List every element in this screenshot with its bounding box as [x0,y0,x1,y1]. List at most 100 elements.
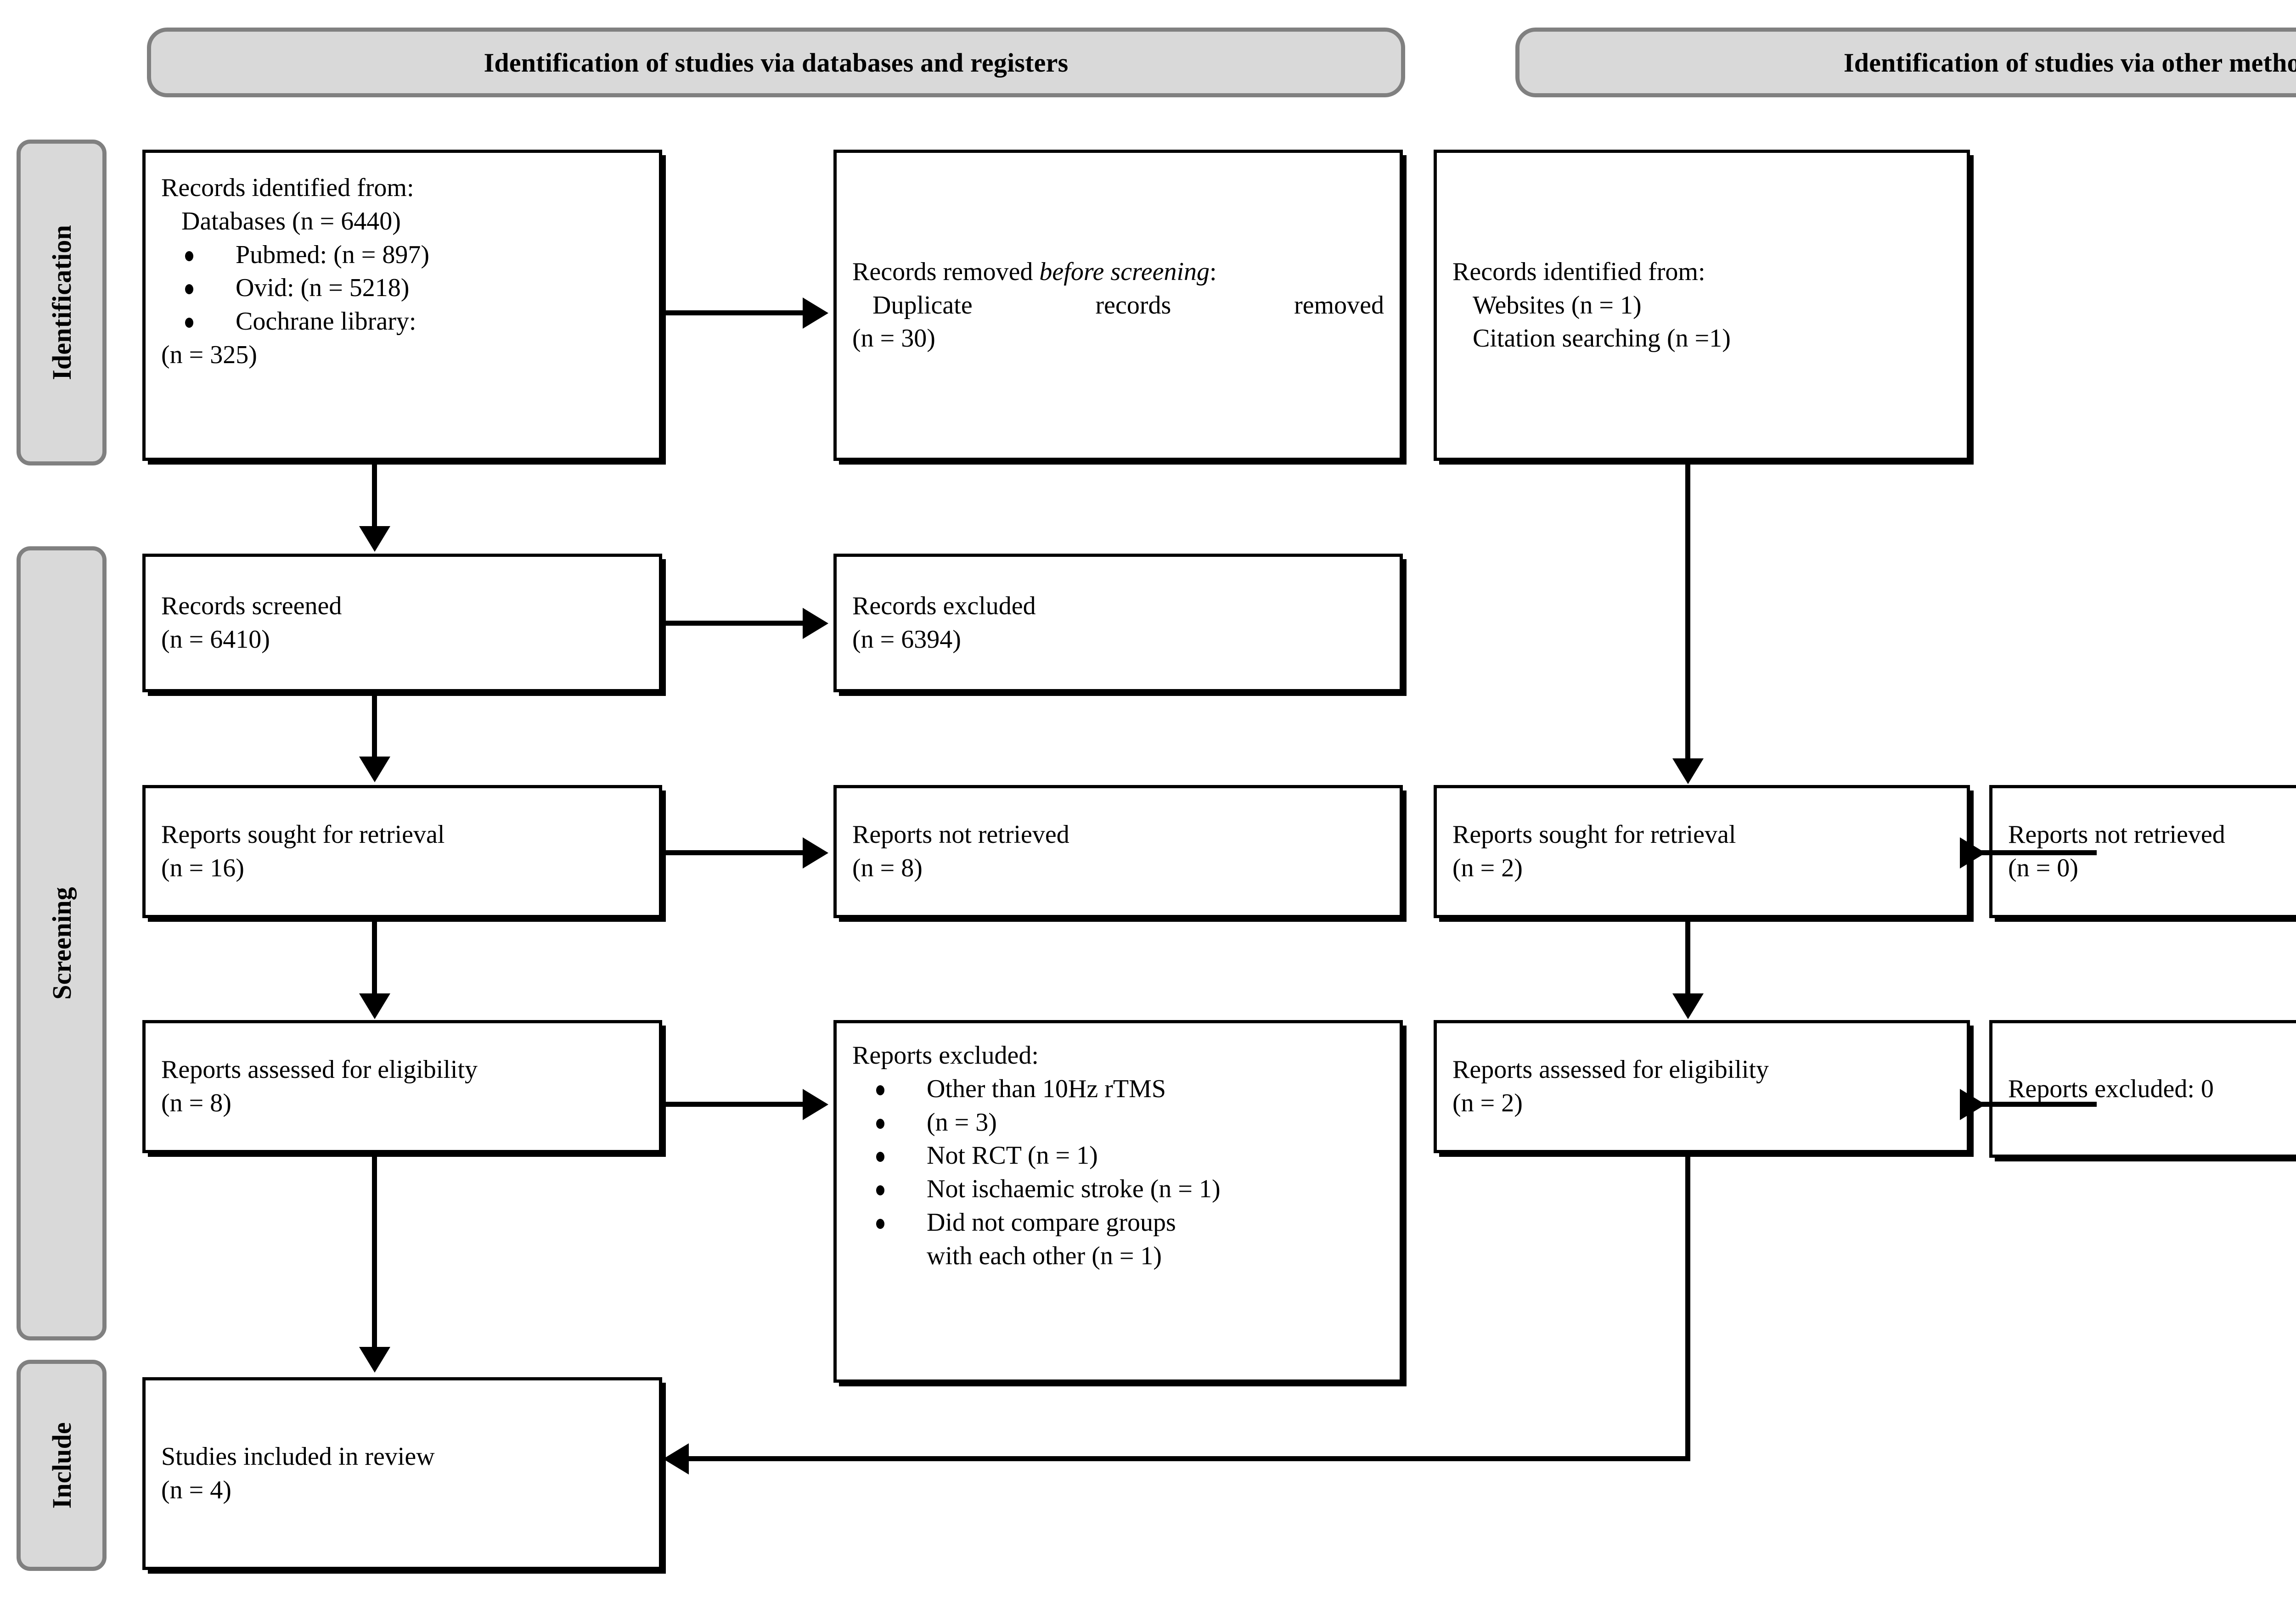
reports-assessed-right-line1: Reports assessed for eligibility [1452,1055,1769,1084]
header-databases-registers-label: Identification of studies via databases … [484,47,1069,78]
records-identified-other-websites: Websites (n = 1) [1473,291,1642,320]
box-reports-excluded-right: Reports excluded: 0 [1989,1020,2296,1158]
reports-sought-right-line2: (n = 2) [1452,854,1523,882]
header-other-methods-label: Identification of studies via other meth… [1844,47,2296,78]
reports-not-retrieved-right-line1: Reports not retrieved [2008,820,2225,849]
box-records-identified-other-methods: Records identified from: Websites (n = 1… [1434,150,1970,461]
box-reports-excluded-left: Reports excluded: Other than 10Hz rTMS (… [833,1020,1403,1383]
box-studies-included: Studies included in review (n = 4) [142,1377,662,1570]
studies-included-line1: Studies included in review [161,1442,435,1471]
box-reports-not-retrieved-left: Reports not retrieved (n = 8) [833,785,1403,918]
arrowhead-assessed-right-to-included [663,1443,689,1475]
records-screened-line2: (n = 6410) [161,625,270,654]
connector-assessed-to-excluded-right [1973,1102,2097,1107]
records-excluded-line1: Records excluded [852,592,1036,621]
arrowhead-screened-to-sought [359,757,390,782]
reports-excluded-left-bullet-0: Other than 10Hz rTMS [927,1074,1166,1103]
stage-identification: Identification [17,140,107,465]
list-item: (n = 3) [852,1106,1384,1139]
records-removed-line2: Duplicate records removed [872,291,1384,320]
records-identified-other-title: Records identified from: [1452,257,1705,286]
reports-excluded-left-bullet-4-cont: with each other (n = 1) [927,1241,1162,1270]
box-reports-assessed-left: Reports assessed for eligibility (n = 8) [142,1020,662,1153]
reports-sought-left-line1: Reports sought for retrieval [161,820,445,849]
records-identified-db-title: Records identified from: [161,174,414,202]
records-removed-title-italic: before screening [1039,257,1210,286]
list-item: Pubmed: (n = 897) [161,238,643,272]
header-databases-registers: Identification of studies via databases … [147,28,1405,97]
studies-included-line2: (n = 4) [161,1476,231,1504]
arrowhead-sought-to-assessed-left [359,993,390,1019]
box-records-identified-databases: Records identified from: Databases (n = … [142,150,662,461]
reports-excluded-left-bullet-2: Not RCT (n = 1) [927,1141,1098,1170]
arrowhead-screened-to-excluded [803,608,828,639]
arrowhead-identified-other-to-sought-right [1672,758,1704,784]
connector-sought-to-assessed-right [1685,920,1690,993]
list-item: Other than 10Hz rTMS [852,1072,1384,1106]
list-item: Not ischaemic stroke (n = 1) [852,1172,1384,1206]
records-identified-db-databases: Databases (n = 6440) [181,207,401,235]
reports-assessed-left-line2: (n = 8) [161,1089,231,1117]
connector-assessed-to-included [372,1154,377,1347]
list-item: Not RCT (n = 1) [852,1139,1384,1172]
records-screened-line1: Records screened [161,592,342,621]
box-reports-sought-left: Reports sought for retrieval (n = 16) [142,785,662,918]
connector-sought-to-notretrieved-right [1973,850,2097,855]
arrowhead-assessed-to-included [359,1347,390,1373]
connector-identified-to-screened [372,464,377,527]
reports-excluded-left-bullet-3: Not ischaemic stroke (n = 1) [927,1175,1221,1204]
arrowhead-assessed-to-excluded-right [1960,1089,1986,1120]
stage-include-label: Include [46,1422,77,1509]
reports-assessed-right-line2: (n = 2) [1452,1089,1523,1117]
reports-sought-left-line2: (n = 16) [161,854,244,882]
box-reports-sought-right: Reports sought for retrieval (n = 2) [1434,785,1970,918]
records-identified-db-bullet-list: Pubmed: (n = 897) Ovid: (n = 5218) Cochr… [161,238,643,338]
header-other-methods: Identification of studies via other meth… [1515,28,2296,97]
connector-identified-other-to-sought-right [1685,464,1690,758]
box-records-screened: Records screened (n = 6410) [142,554,662,692]
arrowhead-sought-to-notretrieved-right [1960,837,1986,869]
reports-not-retrieved-left-line1: Reports not retrieved [852,820,1069,849]
box-records-removed-before-screening: Records removed before screening: Duplic… [833,150,1403,461]
records-removed-title-tail: : [1210,257,1217,286]
list-item: Cochrane library: [161,305,643,338]
records-identified-db-bullet-0: Pubmed: (n = 897) [236,240,429,269]
records-excluded-line2: (n = 6394) [852,625,961,654]
arrowhead-identified-to-removed [803,297,828,329]
stage-screening: Screening [17,546,107,1340]
arrowhead-identified-to-screened [359,526,390,552]
records-identified-other-citation: Citation searching (n =1) [1473,324,1731,353]
connector-screened-to-sought [372,693,377,757]
reports-excluded-left-bullet-list: Other than 10Hz rTMS (n = 3) Not RCT (n … [852,1072,1384,1273]
reports-not-retrieved-right-line2: (n = 0) [2008,854,2078,882]
connector-assessed-to-excluded-left [665,1102,803,1107]
list-item: Did not compare groups with each other (… [852,1206,1384,1273]
reports-excluded-left-title: Reports excluded: [852,1041,1039,1070]
reports-excluded-left-bullet-4: Did not compare groups [927,1208,1176,1237]
arrowhead-sought-to-assessed-right [1672,993,1704,1019]
stage-identification-label: Identification [46,225,77,380]
records-identified-db-bullet-1: Ovid: (n = 5218) [236,274,410,303]
arrowhead-sought-to-notretrieved-left [803,837,828,869]
connector-sought-to-notretrieved-left [665,850,803,855]
connector-screened-to-excluded [665,621,803,626]
stage-include: Include [17,1360,107,1571]
connector-assessed-right-to-included-vertical [1685,1154,1690,1461]
arrowhead-assessed-to-excluded-left [803,1089,828,1120]
records-removed-line3: (n = 30) [852,324,935,353]
records-identified-db-bullet-2: Cochrane library: [236,307,416,336]
reports-excluded-right-line1: Reports excluded: 0 [2008,1074,2214,1103]
stage-screening-label: Screening [46,887,77,1000]
reports-not-retrieved-left-line2: (n = 8) [852,854,923,882]
records-removed-title: Records removed before screening: [852,255,1384,289]
connector-identified-to-removed-line [665,310,803,315]
records-removed-title-plain: Records removed [852,257,1040,286]
box-reports-assessed-right: Reports assessed for eligibility (n = 2) [1434,1020,1970,1153]
connector-sought-to-assessed-left [372,920,377,993]
list-item: Ovid: (n = 5218) [161,271,643,305]
records-identified-db-tail: (n = 325) [161,340,257,369]
reports-sought-right-line1: Reports sought for retrieval [1452,820,1736,849]
reports-excluded-left-bullet-1: (n = 3) [927,1108,997,1137]
connector-assessed-right-to-included-horizontal [689,1456,1690,1461]
